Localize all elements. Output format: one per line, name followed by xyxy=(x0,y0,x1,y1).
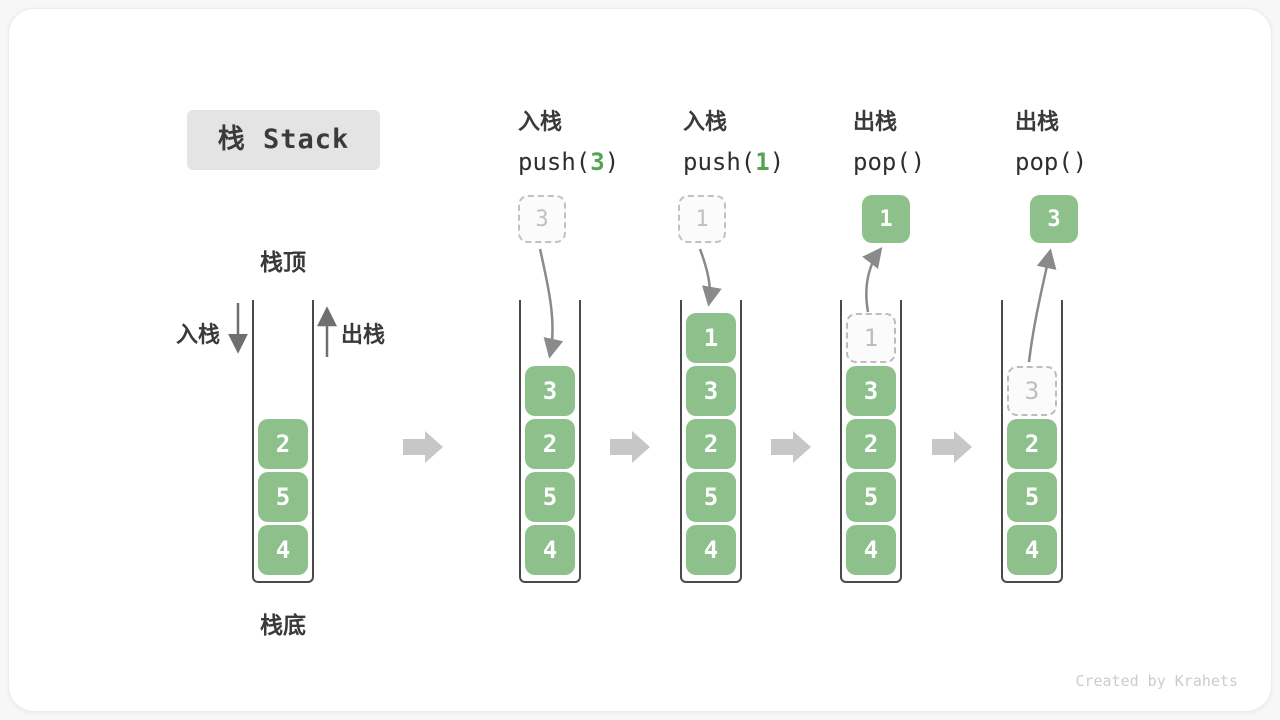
op-caption-push3: 入栈 push(3) xyxy=(518,104,619,176)
op-code-post: ) xyxy=(604,148,620,176)
stack-cell: 4 xyxy=(258,525,308,575)
diagram-title: 栈 Stack xyxy=(187,110,380,170)
pop-side-label: 出栈 xyxy=(341,322,386,347)
op-caption-cn: 出栈 xyxy=(1015,109,1060,134)
incoming-element-ghost: 1 xyxy=(678,195,726,243)
stack-top-label: 栈顶 xyxy=(260,249,306,275)
stack-cell: 3 xyxy=(686,366,736,416)
stack-cell: 5 xyxy=(846,472,896,522)
stack-cell-removed: 3 xyxy=(1007,366,1057,416)
op-code-pre: pop( xyxy=(1015,148,1073,176)
popped-element: 3 xyxy=(1030,195,1078,243)
stack-bottom-label: 栈底 xyxy=(260,612,306,638)
op-caption-code: pop() xyxy=(853,148,925,176)
stack-cell-removed: 1 xyxy=(846,313,896,363)
stack-cell: 3 xyxy=(846,366,896,416)
stack-cell: 5 xyxy=(686,472,736,522)
credit-text: Created by Krahets xyxy=(1075,672,1238,690)
stack-container-after-pop1: 1 3 2 5 4 xyxy=(840,300,902,583)
op-caption-code: push(3) xyxy=(518,148,619,176)
op-code-arg: 3 xyxy=(590,148,605,176)
incoming-element-ghost: 3 xyxy=(518,195,566,243)
stack-cell: 1 xyxy=(686,313,736,363)
op-code-arg: 1 xyxy=(755,148,770,176)
op-caption-cn: 入栈 xyxy=(518,109,563,134)
op-caption-cn: 出栈 xyxy=(853,109,898,134)
stack-cell: 2 xyxy=(525,419,575,469)
stack-cell: 2 xyxy=(686,419,736,469)
op-code-pre: push( xyxy=(683,148,756,176)
op-code-post: ) xyxy=(1072,148,1088,176)
stack-cell: 4 xyxy=(1007,525,1057,575)
op-caption-pop3: 出栈 pop() xyxy=(1015,104,1087,176)
op-caption-pop1: 出栈 pop() xyxy=(853,104,925,176)
stack-cell: 5 xyxy=(525,472,575,522)
stack-cell: 4 xyxy=(525,525,575,575)
push-side-label: 入栈 xyxy=(175,322,220,347)
stack-container-after-push3: 3 2 5 4 xyxy=(519,300,581,583)
stack-cell: 5 xyxy=(258,472,308,522)
popped-element: 1 xyxy=(862,195,910,243)
op-caption-code: pop() xyxy=(1015,148,1087,176)
op-code-pre: pop( xyxy=(853,148,911,176)
stack-cell: 2 xyxy=(1007,419,1057,469)
op-code-pre: push( xyxy=(518,148,591,176)
stack-cell: 2 xyxy=(846,419,896,469)
stack-cell: 3 xyxy=(525,366,575,416)
op-caption-code: push(1) xyxy=(683,148,784,176)
op-caption-push1: 入栈 push(1) xyxy=(683,104,784,176)
stack-cell: 5 xyxy=(1007,472,1057,522)
stack-cell: 4 xyxy=(686,525,736,575)
stack-cell: 4 xyxy=(846,525,896,575)
stack-container-after-push1: 1 3 2 5 4 xyxy=(680,300,742,583)
op-caption-cn: 入栈 xyxy=(683,109,728,134)
op-code-post: ) xyxy=(910,148,926,176)
stack-cell: 2 xyxy=(258,419,308,469)
stack-container-after-pop3: 3 2 5 4 xyxy=(1001,300,1063,583)
op-code-post: ) xyxy=(769,148,785,176)
stack-container-initial: 2 5 4 xyxy=(252,300,314,583)
